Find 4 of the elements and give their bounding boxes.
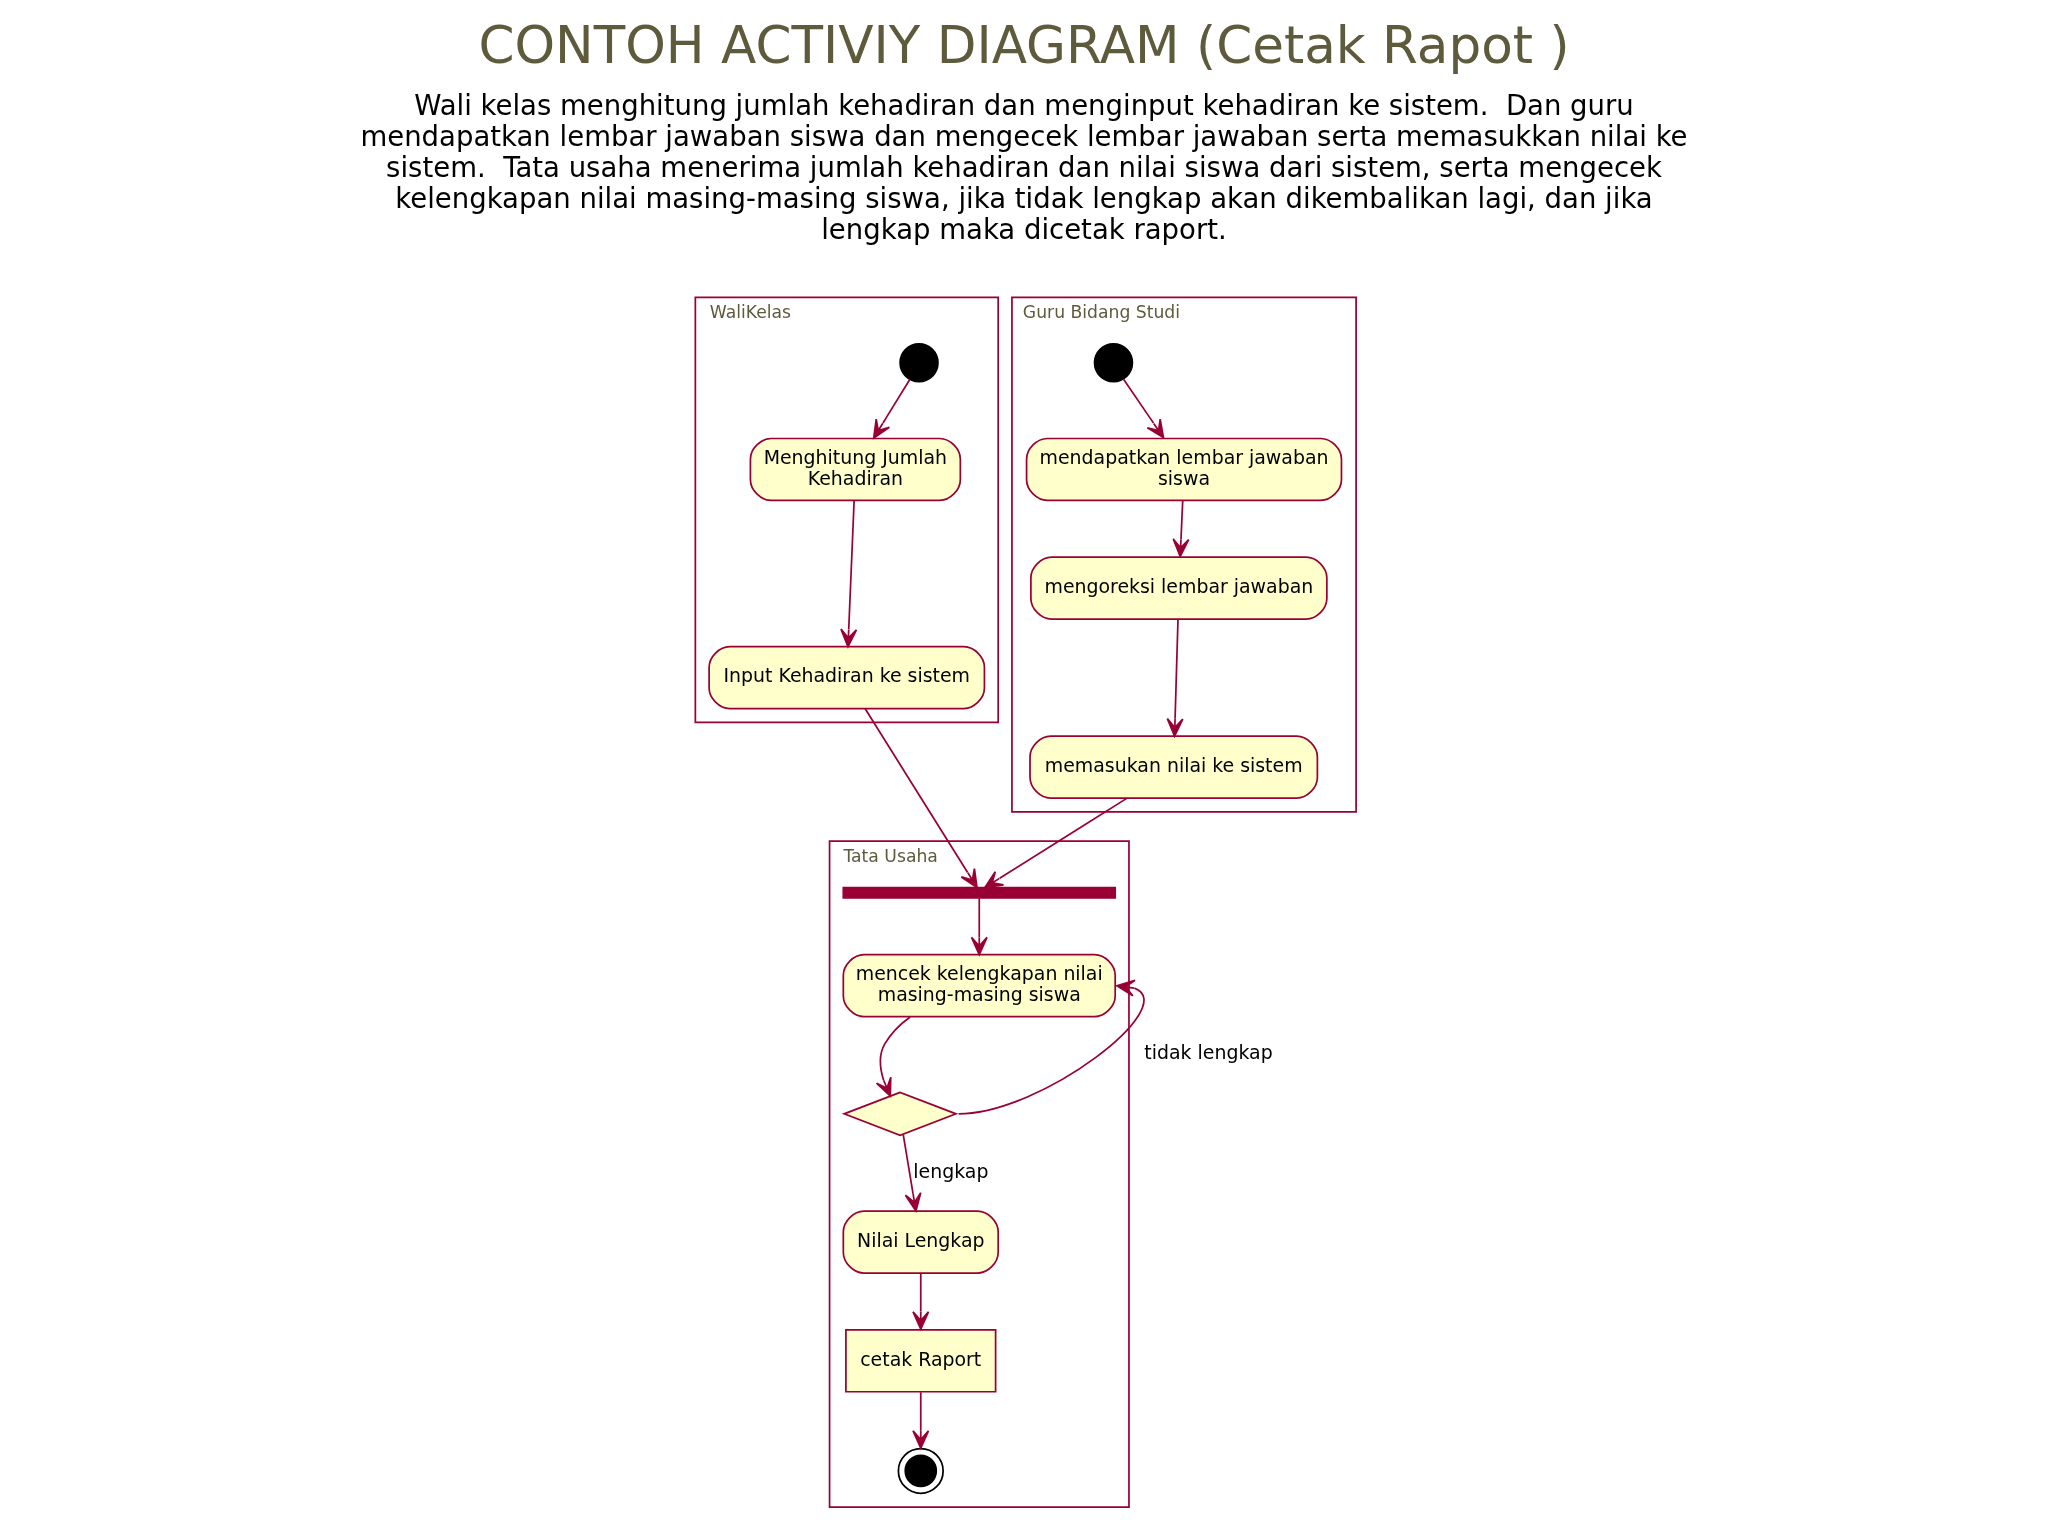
edge-label: lengkap [913, 1160, 989, 1183]
diagram-title: CONTOH ACTIVIY DIAGRAM (Cetak Rapot ) [478, 15, 1570, 76]
edge-label: tidak lengkap [1144, 1041, 1273, 1064]
label: Wali kelas menghitung jumlah kehadiran dan menginput kehadiran ke sistem. Dan guru mendapatkan lembar jawaban siswa dan mengecek lembar jawaban serta memasukkan nilai ke sistem. Tata usaha menerima jumlah kehadiran dan nilai siswa dari sistem, serta mengecek kelengkapan nilai masing-masing siswa, jika tidak lengkap akan dikembalikan lagi, dan jika lengkap maka dicetak raport. [360, 88, 1688, 245]
